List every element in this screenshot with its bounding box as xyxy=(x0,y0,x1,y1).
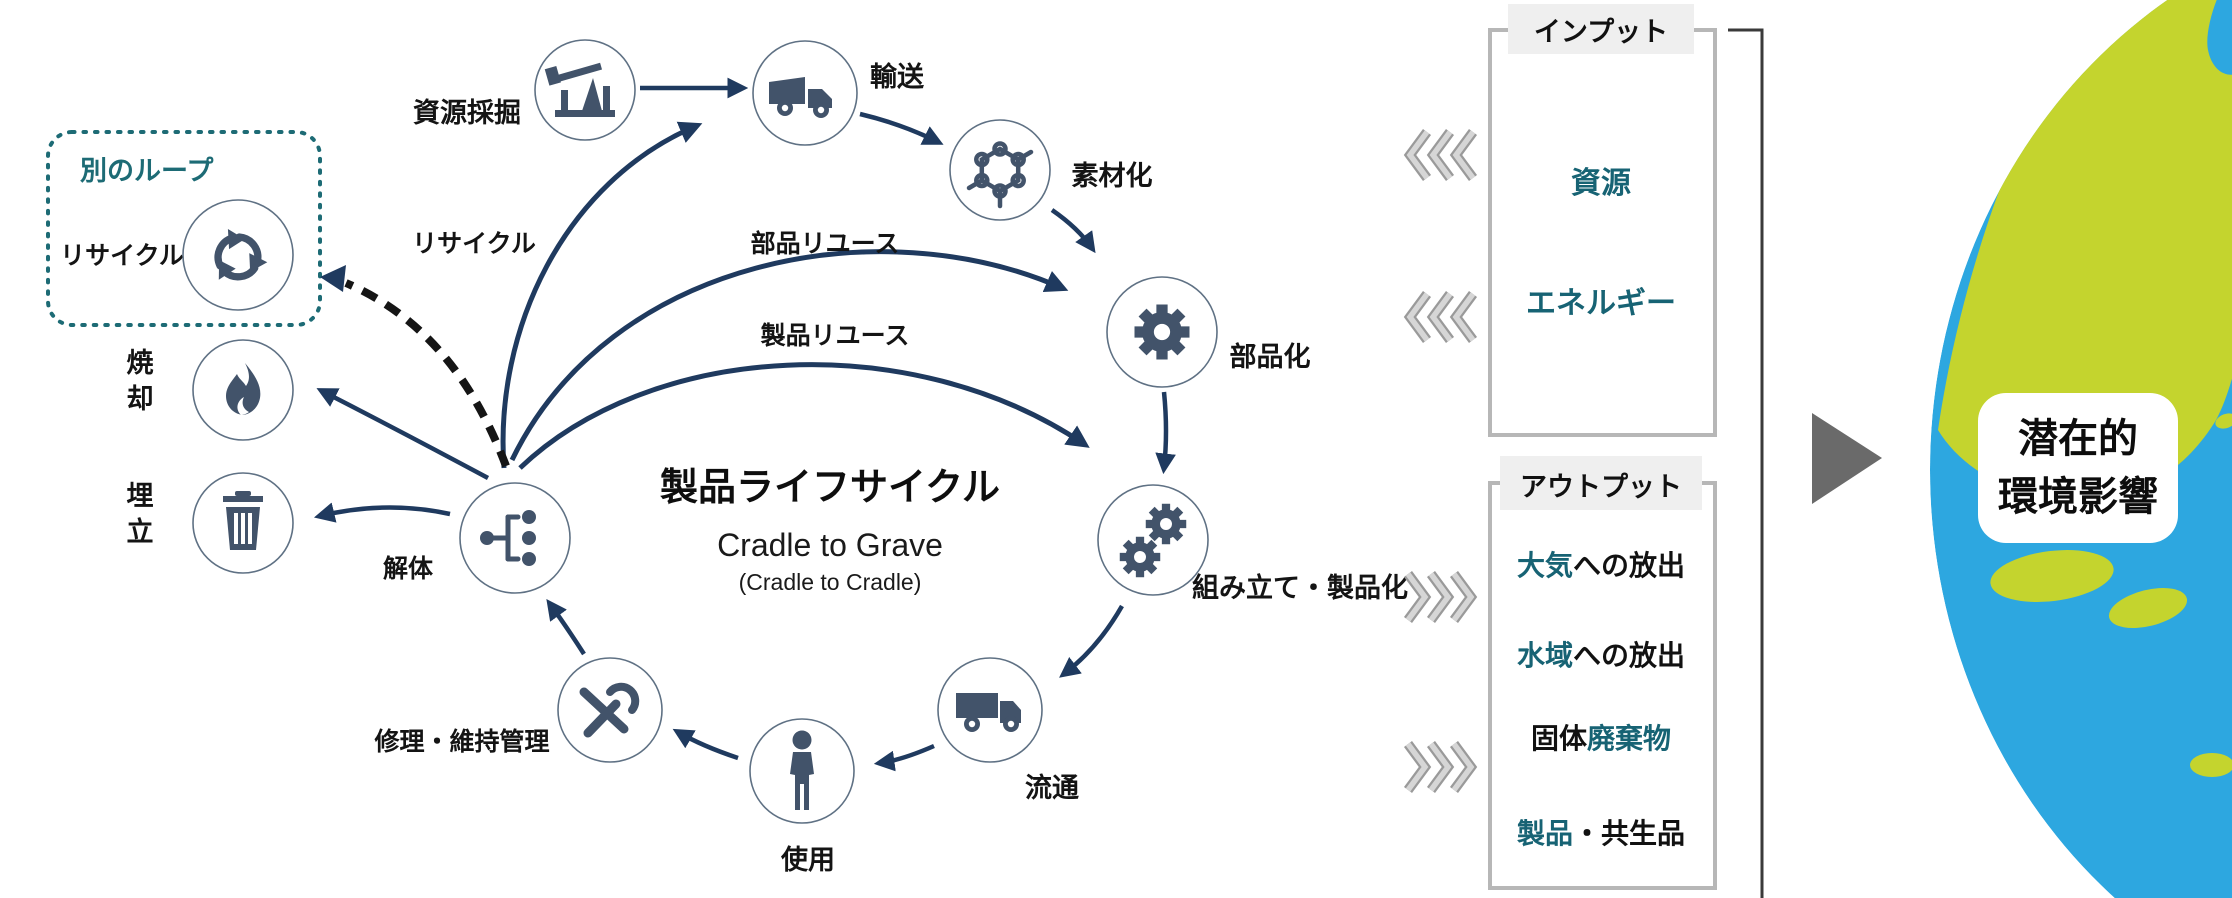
flame-icon xyxy=(226,363,261,415)
disassembly-icon xyxy=(480,510,536,566)
person-icon xyxy=(790,730,814,810)
recycle-icon xyxy=(214,229,268,281)
incineration-label-2: 却 xyxy=(127,384,154,414)
product-reuse-arrow xyxy=(518,362,1090,470)
repair-label: 修理・維持管理 xyxy=(373,727,549,756)
landfill-label-2: 立 xyxy=(127,516,154,547)
impact-label: 潜在的 環境影響 xyxy=(1978,393,2178,543)
output-item-air: 大気への放出 xyxy=(1517,549,1685,581)
another-loop-box: 別のループ リサイクル xyxy=(46,130,322,327)
gear-icon xyxy=(1134,304,1190,360)
impact-label-line1: 潜在的 xyxy=(2018,417,2138,461)
node-landfill: 埋 立 xyxy=(127,472,294,574)
incineration-label-1: 焼 xyxy=(127,348,154,378)
assembly-label: 組み立て・製品化 xyxy=(1192,572,1408,603)
output-item-water: 水域への放出 xyxy=(1517,639,1685,671)
node-assembly: 組み立て・製品化 xyxy=(1097,484,1408,603)
node-distribution: 流通 xyxy=(937,657,1079,803)
recycle-flow-arrow xyxy=(500,121,703,469)
parts-reuse-arrow xyxy=(509,249,1069,462)
output-item-solid-waste: 固体廃棄物 xyxy=(1531,722,1671,754)
input-chevrons-2 xyxy=(1410,294,1473,340)
node-transport: 輸送 xyxy=(752,40,924,146)
cycle-subtitle-paren: (Cradle to Cradle) xyxy=(739,569,922,595)
cycle-title-block: 製品ライフサイクル Cradle to Grave (Cradle to Cra… xyxy=(660,467,1000,595)
use-label: 使用 xyxy=(780,845,835,875)
molecule-icon xyxy=(966,141,1034,209)
gear-icon-small-1 xyxy=(1145,503,1187,545)
earth-island-3 xyxy=(2190,753,2232,777)
node-use: 使用 xyxy=(749,718,855,875)
gear-icon-small-2 xyxy=(1119,536,1161,578)
dump-truck-icon xyxy=(769,77,832,118)
tools-icon xyxy=(579,682,640,738)
grouping-bracket xyxy=(1728,28,1764,898)
earth-illustration xyxy=(1930,0,2232,898)
node-dismantle: 解体 xyxy=(383,482,571,594)
cycle-title: 製品ライフサイクル xyxy=(660,467,1000,509)
node-parts: 部品化 xyxy=(1106,276,1311,388)
input-item-energy: エネルギー xyxy=(1526,287,1676,320)
dismantle-label: 解体 xyxy=(383,555,434,583)
impact-arrow-triangle xyxy=(1812,413,1882,504)
node-repair: 修理・維持管理 xyxy=(373,657,663,763)
output-item-products: 製品・共生品 xyxy=(1517,818,1685,849)
output-panel-title: アウトプット xyxy=(1520,472,1682,502)
impact-label-line2: 環境影響 xyxy=(1998,474,2158,519)
earth-island-1 xyxy=(2193,382,2223,404)
output-chevrons-2 xyxy=(1408,744,1471,790)
cycle-arrows xyxy=(313,77,1176,772)
node-recycle xyxy=(182,199,294,311)
distribution-label: 流通 xyxy=(1025,773,1079,803)
node-material: 素材化 xyxy=(949,119,1153,221)
earth-landmass-south-2 xyxy=(2108,588,2188,628)
trash-icon xyxy=(223,491,263,550)
recycle-flow-label: リサイクル xyxy=(412,230,536,258)
material-label: 素材化 xyxy=(1072,161,1153,191)
output-chevrons-1 xyxy=(1408,574,1471,620)
cycle-subtitle: Cradle to Grave xyxy=(717,527,943,563)
parts-label: 部品化 xyxy=(1230,341,1311,372)
input-item-resources: 資源 xyxy=(1571,167,1631,200)
product-reuse-label: 製品リユース xyxy=(760,322,910,350)
dashed-recycle-arrow xyxy=(344,279,510,468)
earth-land-asia xyxy=(1938,0,2232,503)
dashed-arrowhead xyxy=(320,265,346,292)
recycle-loop-label: リサイクル xyxy=(60,242,184,270)
transport-label: 輸送 xyxy=(870,61,924,92)
reuse-recycle-arrows xyxy=(320,121,1090,470)
earth-landmass-south-1 xyxy=(1990,550,2114,602)
box-truck-icon xyxy=(956,693,1021,732)
output-panel: アウトプット 大気への放出 水域への放出 固体廃棄物 製品・共生品 xyxy=(1488,456,1717,890)
another-loop-title: 別のループ xyxy=(80,156,214,186)
parts-reuse-label: 部品リユース xyxy=(751,229,900,258)
landfill-label-1: 埋 xyxy=(127,481,154,511)
input-panel: インプット 資源 エネルギー xyxy=(1488,4,1717,437)
input-chevrons-1 xyxy=(1410,132,1473,178)
node-incineration: 焼 却 xyxy=(127,339,294,441)
extraction-label: 資源採掘 xyxy=(413,98,521,128)
earth-island-2 xyxy=(2215,413,2232,429)
node-extraction: 資源採掘 xyxy=(413,39,636,141)
input-panel-title: インプット xyxy=(1534,17,1668,47)
oil-pump-icon xyxy=(544,62,615,117)
